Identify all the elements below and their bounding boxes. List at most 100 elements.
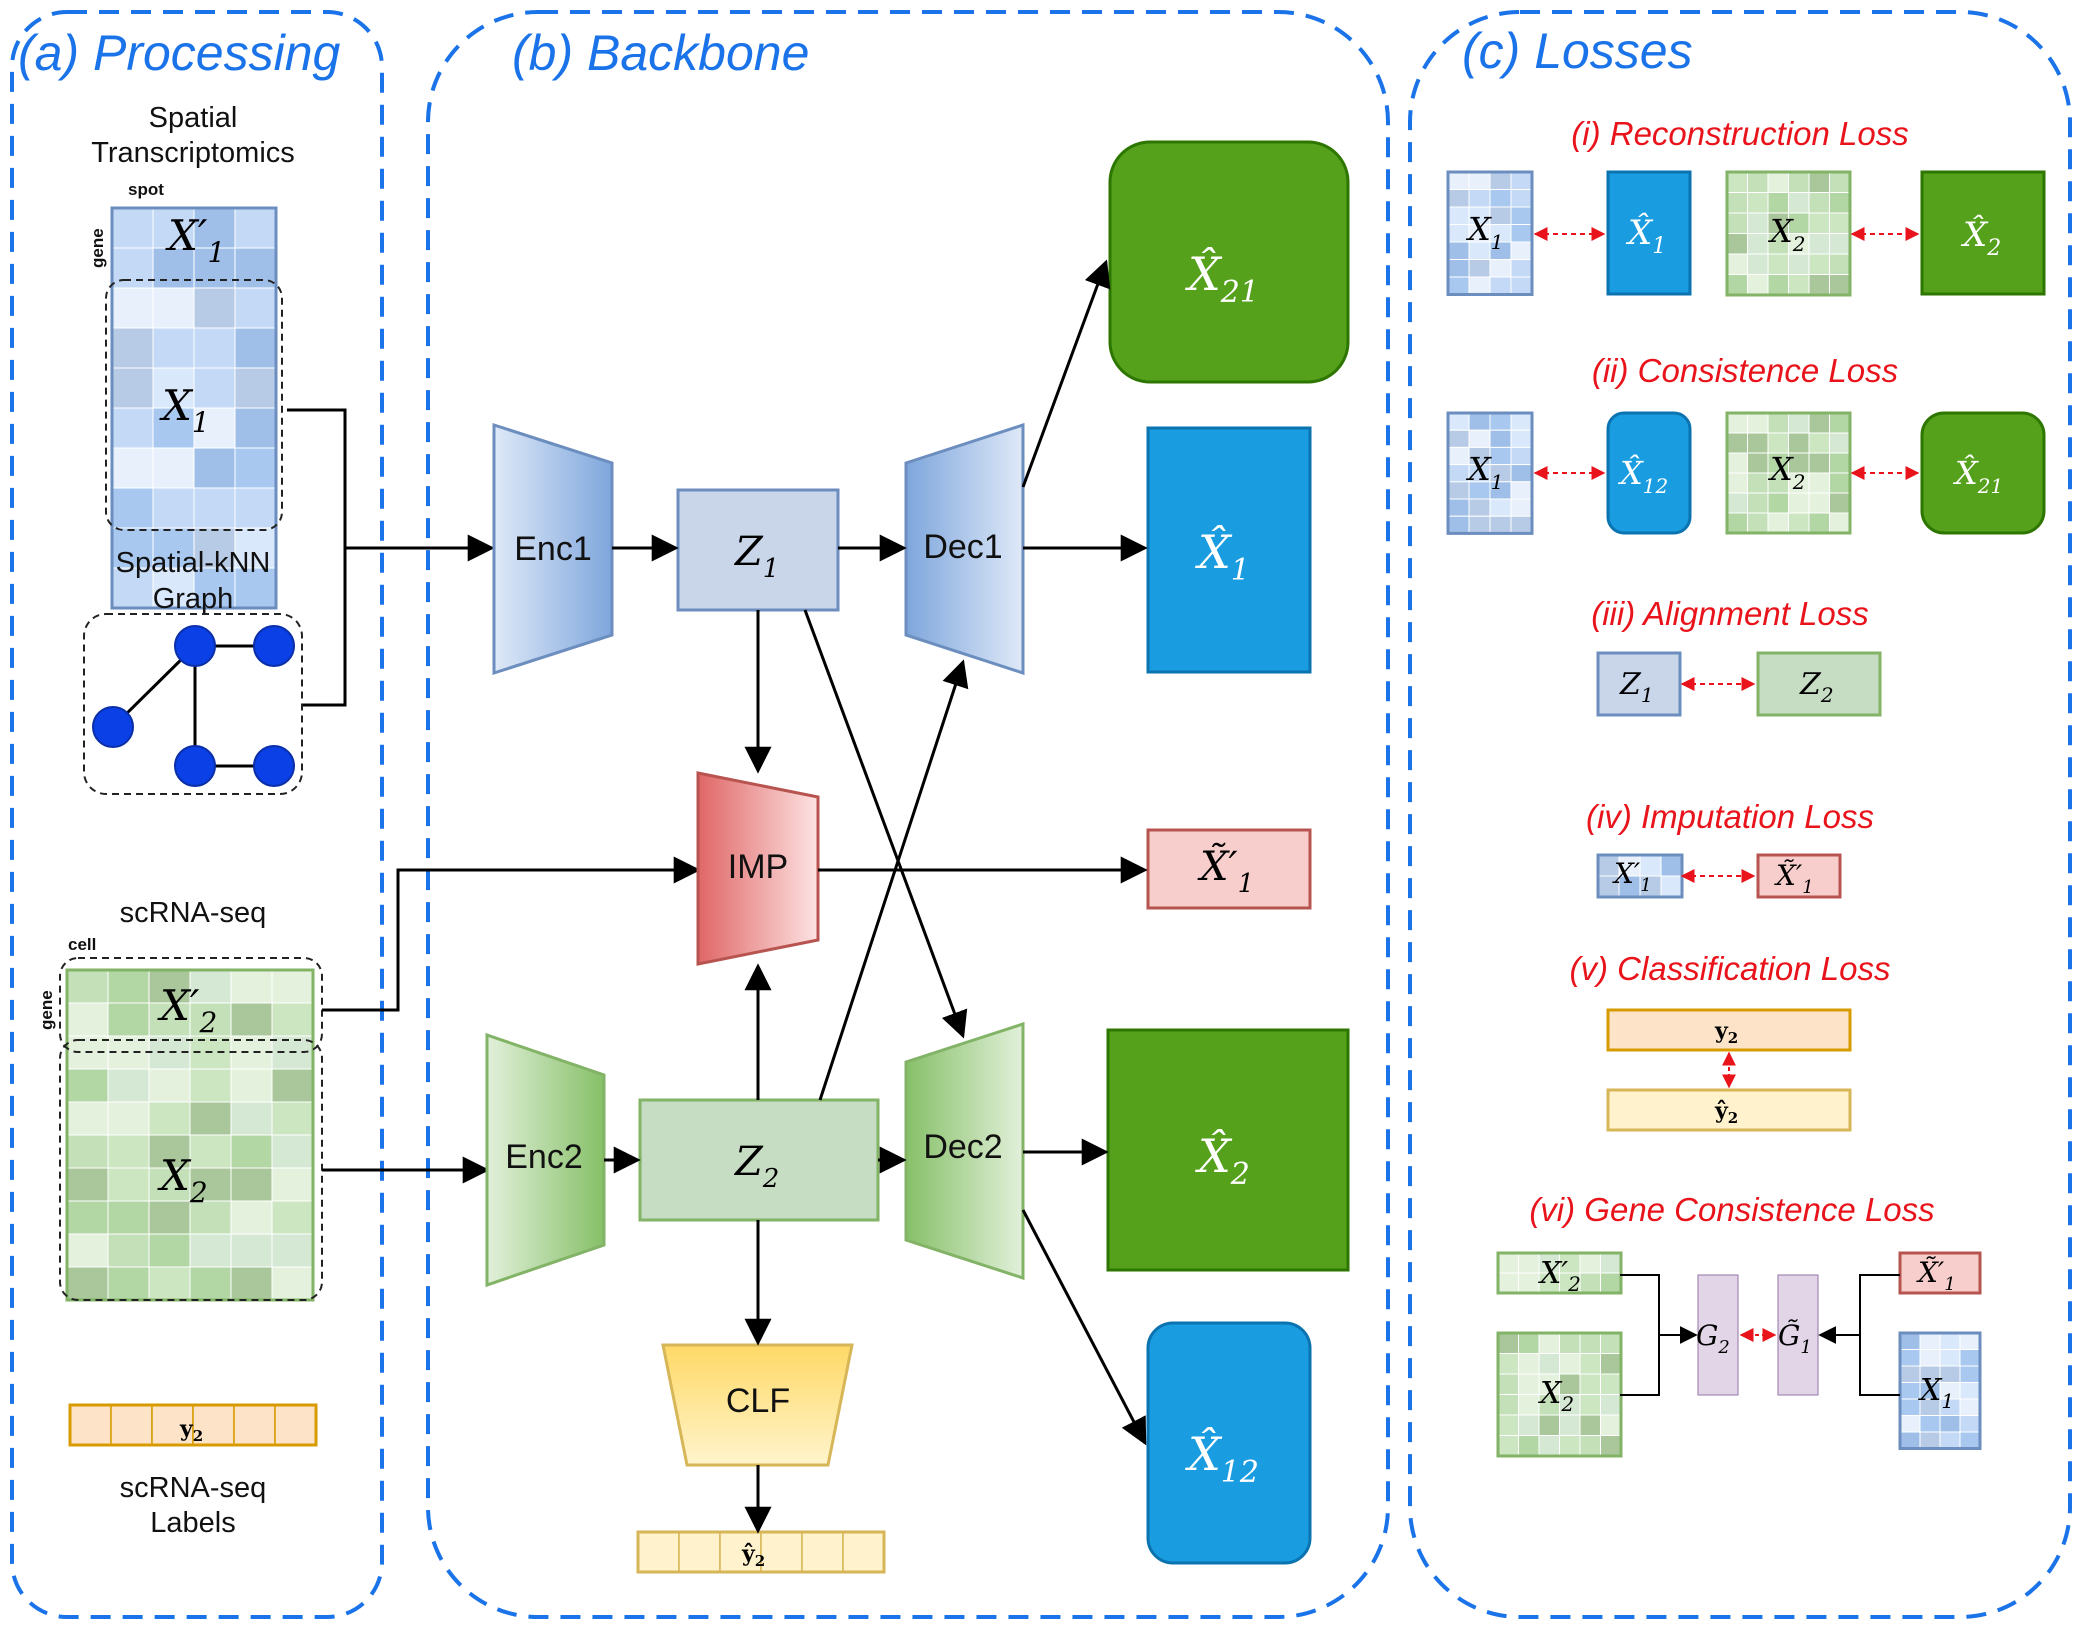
matrix-cell bbox=[1497, 1373, 1519, 1395]
matrix-cell bbox=[1767, 192, 1789, 214]
matrix-cell bbox=[1518, 1252, 1540, 1274]
matrix-cell bbox=[152, 487, 195, 529]
cell-label: cell bbox=[68, 935, 96, 954]
matrix-border bbox=[65, 968, 315, 1302]
matrix-cell bbox=[1447, 464, 1470, 483]
matrix-cell bbox=[152, 287, 195, 329]
cls-y2hat bbox=[1606, 1088, 1852, 1132]
cls-y2-label: y2 bbox=[1714, 1018, 1738, 1047]
matrix-cell bbox=[271, 1167, 314, 1202]
matrix-cell bbox=[1447, 241, 1470, 260]
matrix-cell bbox=[193, 487, 236, 529]
matrix-cell bbox=[1829, 512, 1851, 534]
spot-label: spot bbox=[128, 180, 164, 199]
vector-cell bbox=[110, 1404, 153, 1446]
matrix-cell bbox=[189, 1002, 232, 1037]
matrix-cell bbox=[230, 1167, 273, 1202]
matrix-cell bbox=[1579, 1435, 1601, 1457]
matrix-cell bbox=[1468, 276, 1491, 295]
matrix-cell bbox=[111, 447, 154, 489]
gene-x2p-matrix bbox=[1496, 1251, 1623, 1295]
matrix-cell bbox=[271, 1200, 314, 1235]
cons-x2-matrix bbox=[1725, 411, 1852, 535]
matrix-cell bbox=[1747, 432, 1769, 454]
dec1-label: Dec1 bbox=[923, 528, 1002, 566]
matrix-cell bbox=[1579, 1414, 1601, 1436]
matrix-cell bbox=[230, 1233, 273, 1268]
matrix-cell bbox=[1497, 1332, 1519, 1354]
matrix-cell bbox=[234, 287, 277, 329]
matrix-cell bbox=[189, 1134, 232, 1169]
matrix-cell bbox=[230, 1134, 273, 1169]
matrix-cell bbox=[1538, 1332, 1560, 1354]
gene-x2-label: X2 bbox=[1538, 1376, 1574, 1416]
matrix-cell bbox=[1788, 492, 1810, 514]
matrix-cell bbox=[230, 1266, 273, 1301]
matrix-cell bbox=[1497, 1272, 1519, 1294]
matrix-border bbox=[1725, 170, 1852, 297]
matrix-cell bbox=[1579, 1272, 1601, 1294]
imp-label: IMP bbox=[728, 848, 788, 886]
sc-label: scRNA-seq bbox=[120, 897, 267, 929]
matrix-cell bbox=[1510, 515, 1533, 534]
matrix-cell bbox=[234, 207, 277, 249]
vector-cell bbox=[760, 1531, 803, 1573]
output-x2 bbox=[1106, 1028, 1350, 1272]
matrix-cell bbox=[1726, 492, 1748, 514]
output-x1-tilde bbox=[1146, 828, 1312, 910]
matrix-cell bbox=[1808, 233, 1830, 255]
matrix-cell bbox=[1939, 1415, 1961, 1433]
matrix-cell bbox=[1489, 515, 1512, 534]
matrix-cell bbox=[148, 1101, 191, 1136]
cons-x21hat bbox=[1920, 411, 2046, 535]
matrix-cell bbox=[1559, 1414, 1581, 1436]
matrix-cell bbox=[234, 327, 277, 369]
matrix-border bbox=[1496, 1251, 1623, 1295]
matrix-cell bbox=[1919, 1431, 1941, 1449]
matrix-cell bbox=[1600, 1252, 1622, 1274]
recon-x1-matrix bbox=[1446, 170, 1534, 296]
gene-connectors bbox=[1620, 1274, 1900, 1396]
matrix-cell bbox=[1447, 498, 1470, 517]
matrix-cell bbox=[1808, 253, 1830, 275]
matrix-cell bbox=[1559, 1332, 1581, 1354]
matrix-cell bbox=[1489, 276, 1512, 295]
matrix-cell bbox=[1579, 1373, 1601, 1395]
matrix-cell bbox=[152, 447, 195, 489]
matrix-cell bbox=[1518, 1272, 1540, 1294]
matrix-cell bbox=[230, 1101, 273, 1136]
output-x1-tilde-label: X̃′1 bbox=[1197, 843, 1254, 899]
vector-cell bbox=[678, 1531, 721, 1573]
matrix-cell bbox=[107, 1200, 150, 1235]
vector-cell bbox=[274, 1404, 317, 1446]
matrix-cell bbox=[230, 1002, 273, 1037]
matrix-cell bbox=[1808, 452, 1830, 474]
x1-selection-outline bbox=[105, 279, 283, 531]
x1p-label: X′1 bbox=[165, 211, 225, 269]
graph-node bbox=[174, 745, 216, 787]
matrix-cell bbox=[1829, 452, 1851, 474]
matrix-cell bbox=[189, 1233, 232, 1268]
vector-cell bbox=[233, 1404, 276, 1446]
output-x1 bbox=[1146, 426, 1312, 674]
graph-node bbox=[253, 625, 295, 667]
enc2-block bbox=[485, 1032, 606, 1288]
matrix-cell bbox=[107, 1101, 150, 1136]
align-z2 bbox=[1756, 651, 1882, 717]
matrix-cell bbox=[1899, 1415, 1921, 1433]
matrix-cell bbox=[1919, 1415, 1941, 1433]
align-z2-label: Z2 bbox=[1799, 667, 1834, 707]
matrix-cell bbox=[66, 1068, 109, 1103]
matrix-cell bbox=[1899, 1332, 1921, 1350]
matrix-cell bbox=[1489, 498, 1512, 517]
matrix-cell bbox=[1497, 1435, 1519, 1457]
vector-cell bbox=[151, 1404, 194, 1446]
matrix-cell bbox=[1497, 1252, 1519, 1274]
matrix-cell bbox=[1767, 512, 1789, 534]
matrix-cell bbox=[1808, 412, 1830, 434]
matrix-cell bbox=[1959, 1332, 1981, 1350]
matrix-cell bbox=[1767, 492, 1789, 514]
matrix-cell bbox=[1600, 1353, 1622, 1375]
matrix-cell bbox=[66, 1233, 109, 1268]
knn-label-line2: Graph bbox=[153, 583, 234, 615]
